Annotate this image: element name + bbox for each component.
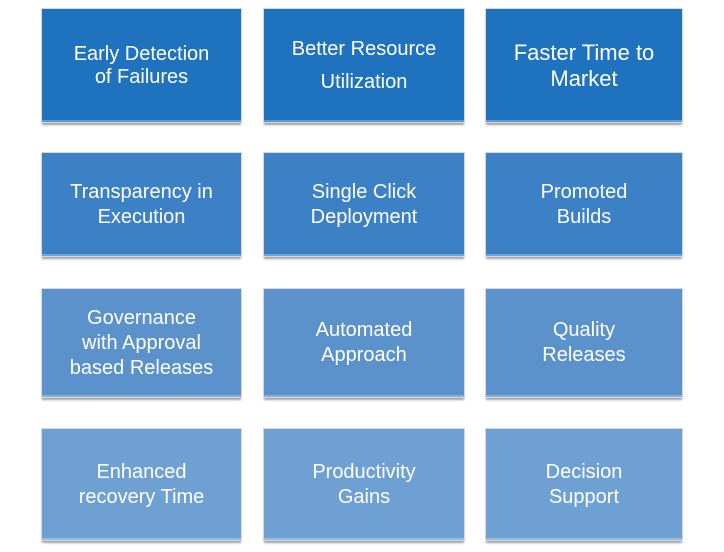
tile-label: Better Resource Utilization [291, 37, 437, 93]
tile-label: Promoted Builds [540, 180, 628, 228]
tile-label: Faster Time to Market [513, 39, 655, 91]
tile-promoted-builds: Promoted Builds [485, 152, 683, 257]
tile-label: Single Click Deployment [310, 180, 418, 228]
tile-faster-time-to-market: Faster Time to Market [485, 8, 683, 123]
tile-governance-approval-releases: Governance with Approval based Releases [41, 288, 242, 398]
tile-label: Early Detection of Failures [73, 42, 210, 88]
tile-label: Enhanced recovery Time [78, 460, 205, 508]
tile-single-click-deployment: Single Click Deployment [263, 152, 465, 257]
tile-transparency-in-execution: Transparency in Execution [41, 152, 242, 257]
tile-label: Productivity Gains [312, 460, 416, 508]
tile-label: Quality Releases [542, 319, 626, 366]
tile-label: Automated Approach [315, 319, 413, 366]
tile-enhanced-recovery-time: Enhanced recovery Time [41, 428, 242, 541]
tile-productivity-gains: Productivity Gains [263, 428, 465, 541]
tile-early-detection-of-failures: Early Detection of Failures [41, 8, 242, 123]
tile-label: Governance with Approval based Releases [69, 306, 214, 379]
tile-label: Transparency in Execution [70, 180, 213, 228]
tile-better-resource-utilization: Better Resource Utilization [263, 8, 465, 123]
tile-decision-support: Decision Support [485, 428, 683, 541]
tile-quality-releases: Quality Releases [485, 288, 683, 398]
tile-label: Decision Support [545, 460, 623, 508]
tile-automated-approach: Automated Approach [263, 288, 465, 398]
